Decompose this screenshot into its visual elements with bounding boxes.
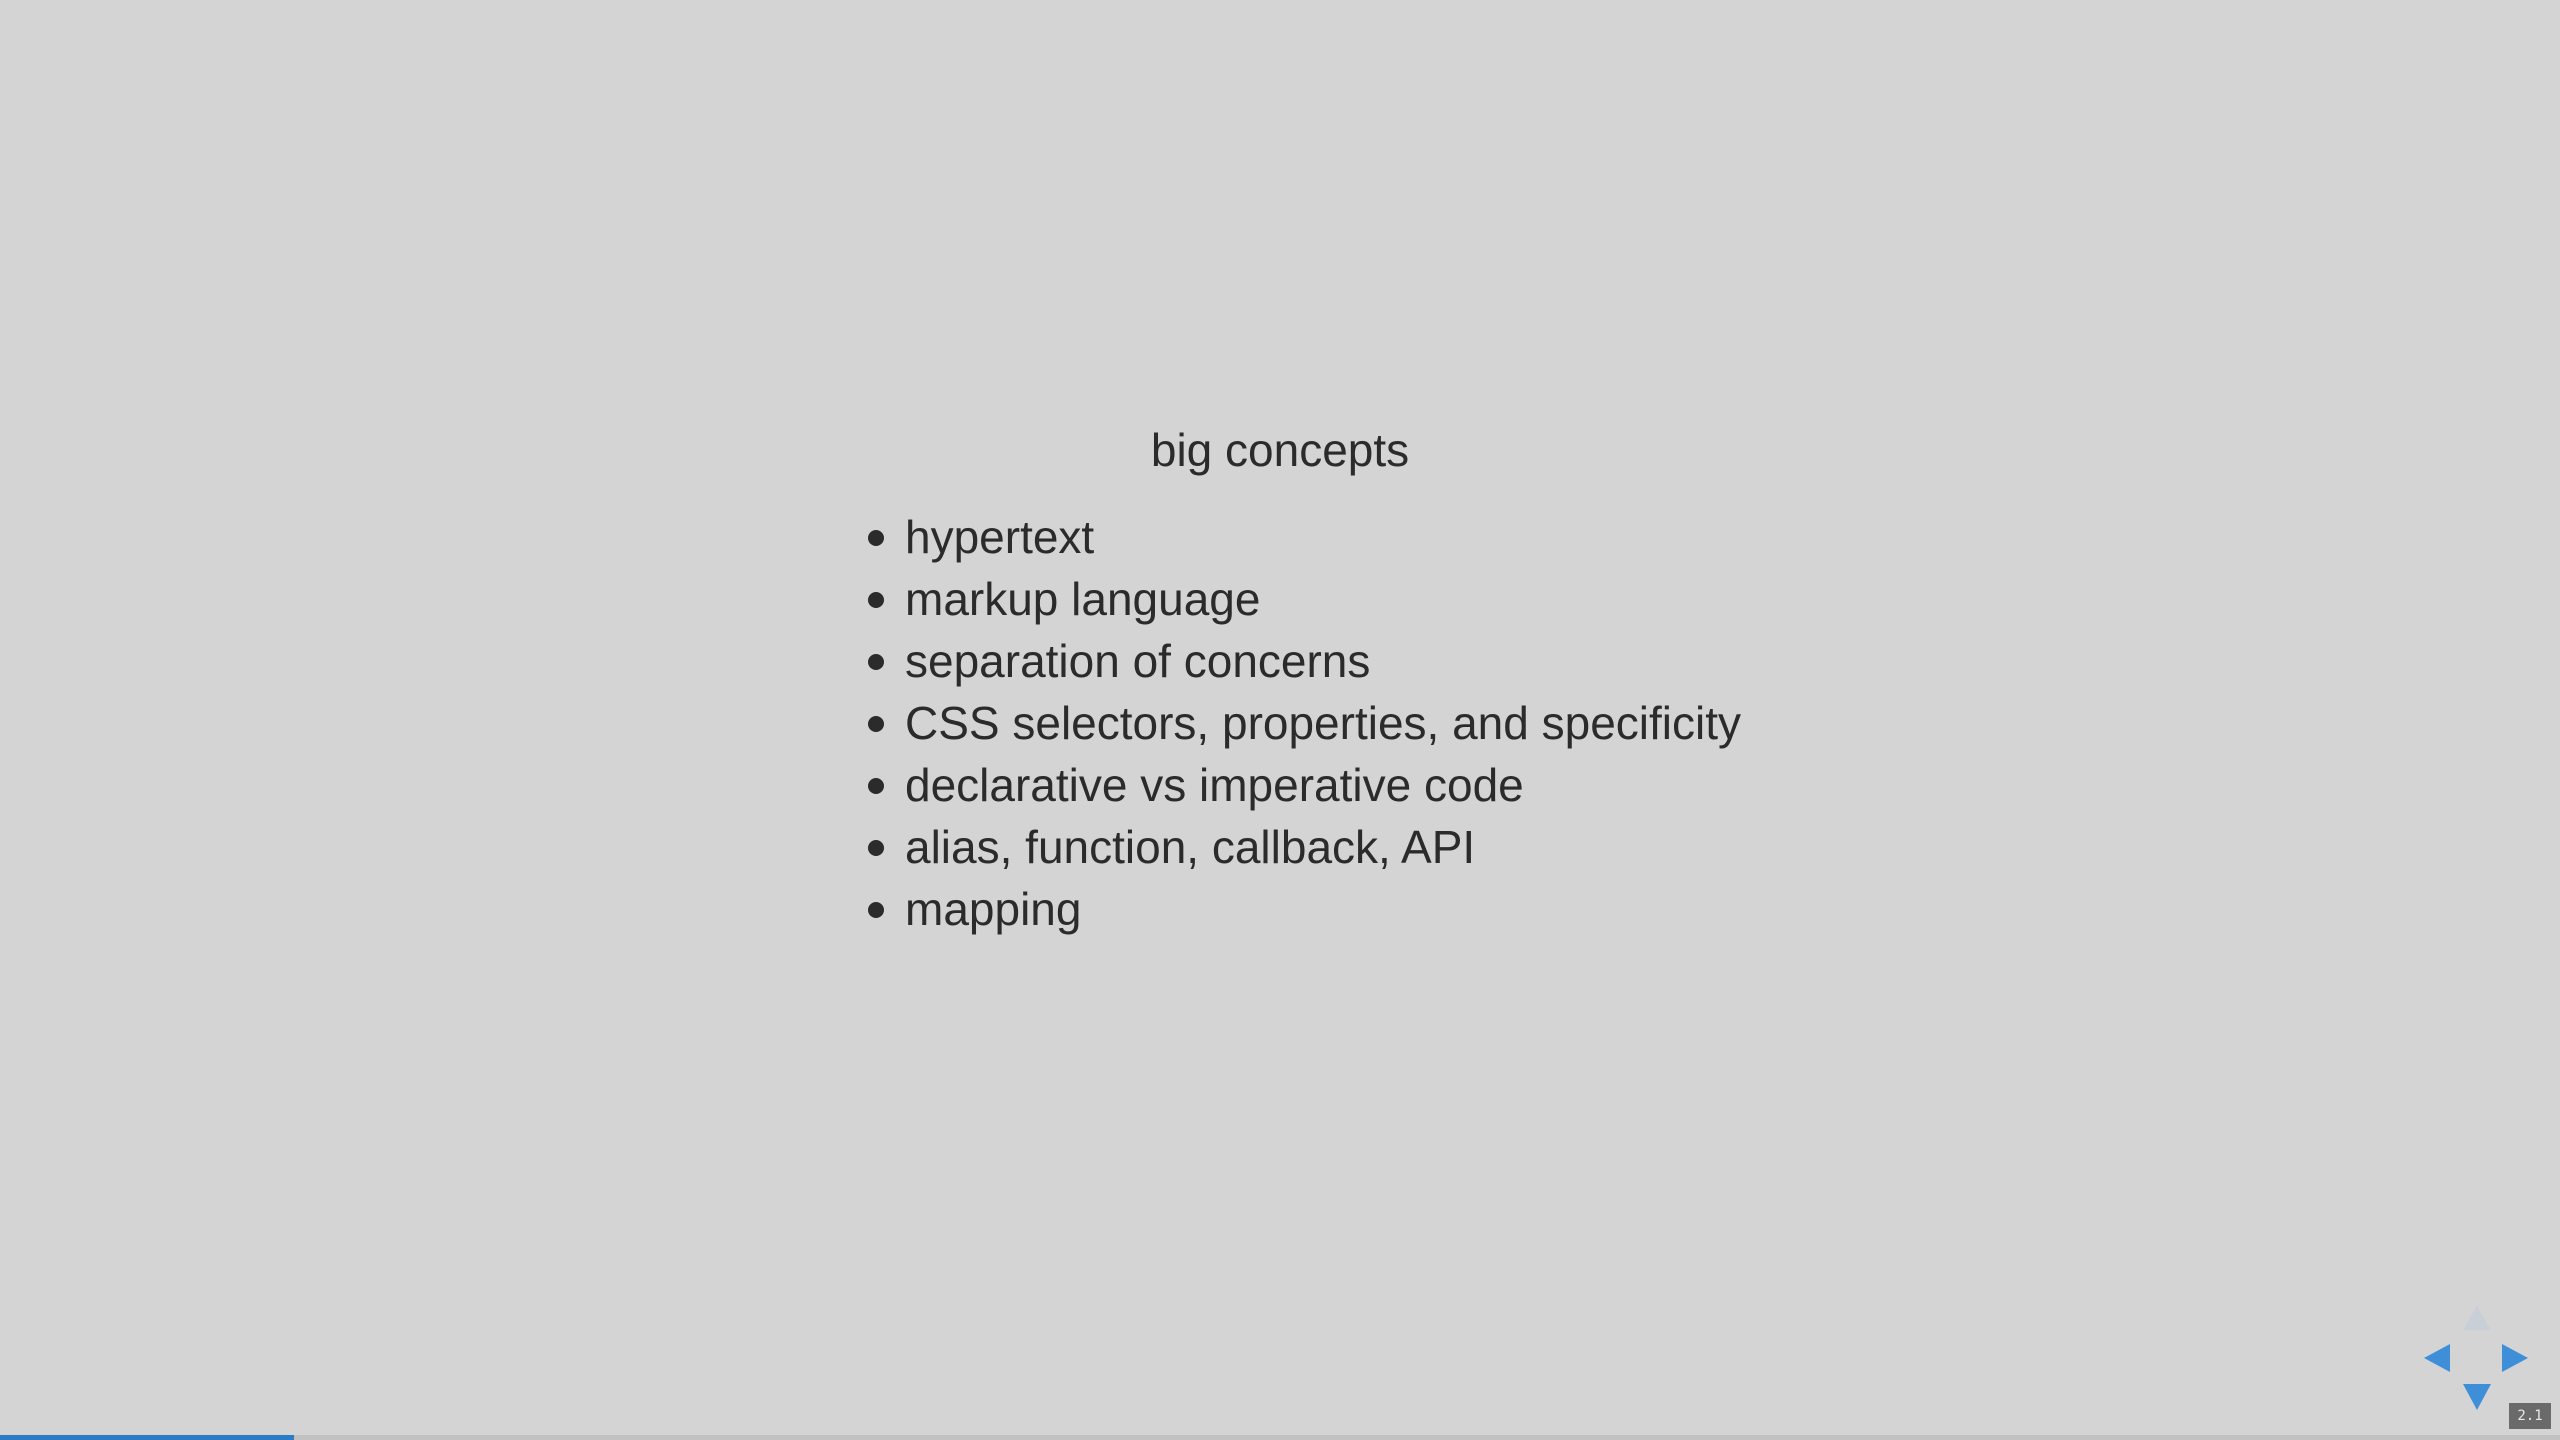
nav-left-icon[interactable] (2424, 1344, 2450, 1372)
list-item-text: declarative vs imperative code (905, 759, 1524, 811)
bullet-list: hypertext markup language separation of … (862, 506, 1741, 940)
list-item: hypertext (862, 506, 1741, 568)
bullet-icon (868, 592, 884, 608)
list-item-text: markup language (905, 573, 1261, 625)
bullet-icon (868, 840, 884, 856)
bullet-icon (868, 654, 884, 670)
nav-down-icon[interactable] (2463, 1384, 2491, 1410)
nav-right-icon[interactable] (2502, 1344, 2528, 1372)
slide-title: big concepts (1150, 424, 1410, 476)
list-item: mapping (862, 878, 1741, 940)
bullet-icon (868, 716, 884, 732)
bullet-icon (868, 902, 884, 918)
slide-number: 2.1 (2509, 1403, 2551, 1429)
progress-fill (0, 1435, 295, 1440)
list-item-text: hypertext (905, 511, 1095, 563)
list-item-text: CSS selectors, properties, and specifici… (905, 697, 1742, 749)
list-item: markup language (862, 568, 1741, 630)
list-item-text: separation of concerns (905, 635, 1371, 687)
list-item-text: alias, function, callback, API (905, 821, 1476, 873)
bullet-icon (868, 778, 884, 794)
bullet-icon (868, 530, 884, 546)
list-item-text: mapping (905, 883, 1082, 935)
list-item: CSS selectors, properties, and specifici… (862, 692, 1741, 754)
list-item: separation of concerns (862, 630, 1741, 692)
list-item: declarative vs imperative code (862, 754, 1741, 816)
nav-up-icon (2463, 1306, 2491, 1330)
progress-bar[interactable] (0, 1435, 2560, 1440)
list-item: alias, function, callback, API (862, 816, 1741, 878)
